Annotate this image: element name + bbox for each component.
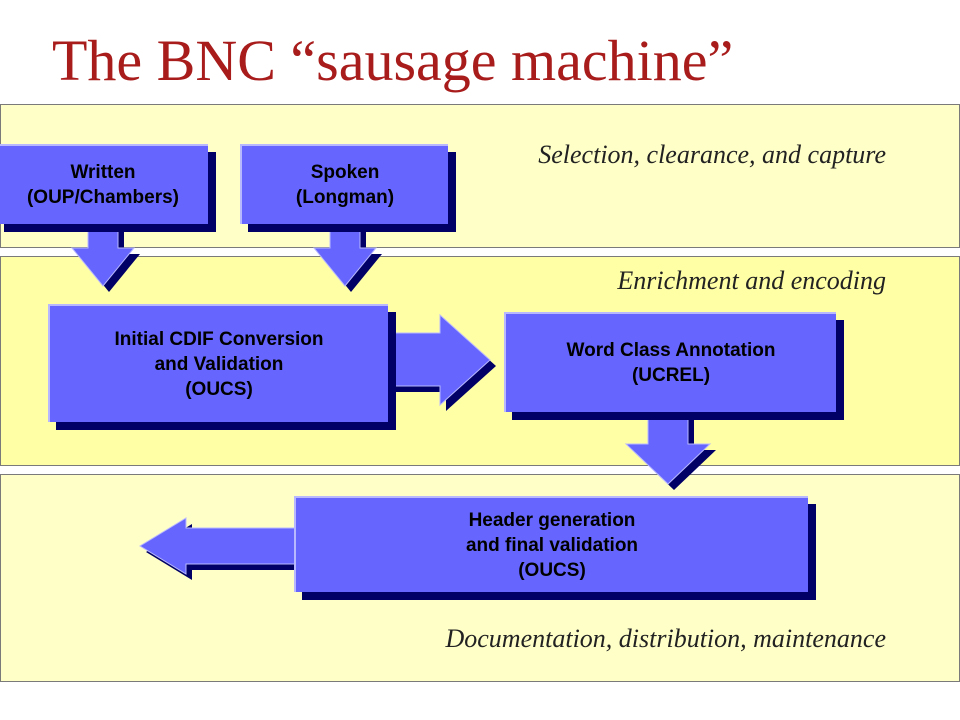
slide-title: The BNC “sausage machine” <box>52 28 734 93</box>
box-header-generation: Header generation and final validation (… <box>294 496 808 592</box>
box-written: Written (OUP/Chambers) <box>0 144 208 224</box>
arrow-written-down <box>70 221 140 292</box>
box-cdif-line3: (OUCS) <box>185 378 253 400</box>
arrow-cdif-right <box>385 313 496 411</box>
box-written-line1: Written <box>70 162 136 183</box>
box-spoken-line2: (Longman) <box>295 187 395 208</box>
arrow-spoken-down <box>312 221 382 292</box>
box-header-line3: (OUCS) <box>518 559 586 581</box>
box-wordclass-line1: Word Class Annotation <box>566 340 776 361</box>
box-word-class-annotation: Word Class Annotation (UCREL) <box>504 312 836 412</box>
band-label-capture: Selection, clearance, and capture <box>538 140 886 169</box>
arrow-wordclass-down <box>624 409 716 490</box>
box-cdif-line1: Initial CDIF Conversion <box>114 328 324 350</box>
arrow-header-left <box>139 517 302 580</box>
box-written-line2: (OUP/Chambers) <box>26 187 180 208</box>
band-label-documentation: Documentation, distribution, maintenance <box>445 624 886 653</box>
band-label-enrichment: Enrichment and encoding <box>617 266 886 295</box>
box-header-line1: Header generation <box>468 509 636 531</box>
box-spoken-line1: Spoken <box>310 162 380 183</box>
box-cdif-conversion: Initial CDIF Conversion and Validation (… <box>48 304 388 422</box>
box-spoken: Spoken (Longman) <box>240 144 448 224</box>
box-wordclass-line2: (UCREL) <box>631 365 711 386</box>
box-header-line2: and final validation <box>465 534 639 556</box>
box-cdif-line2: and Validation <box>154 353 284 375</box>
